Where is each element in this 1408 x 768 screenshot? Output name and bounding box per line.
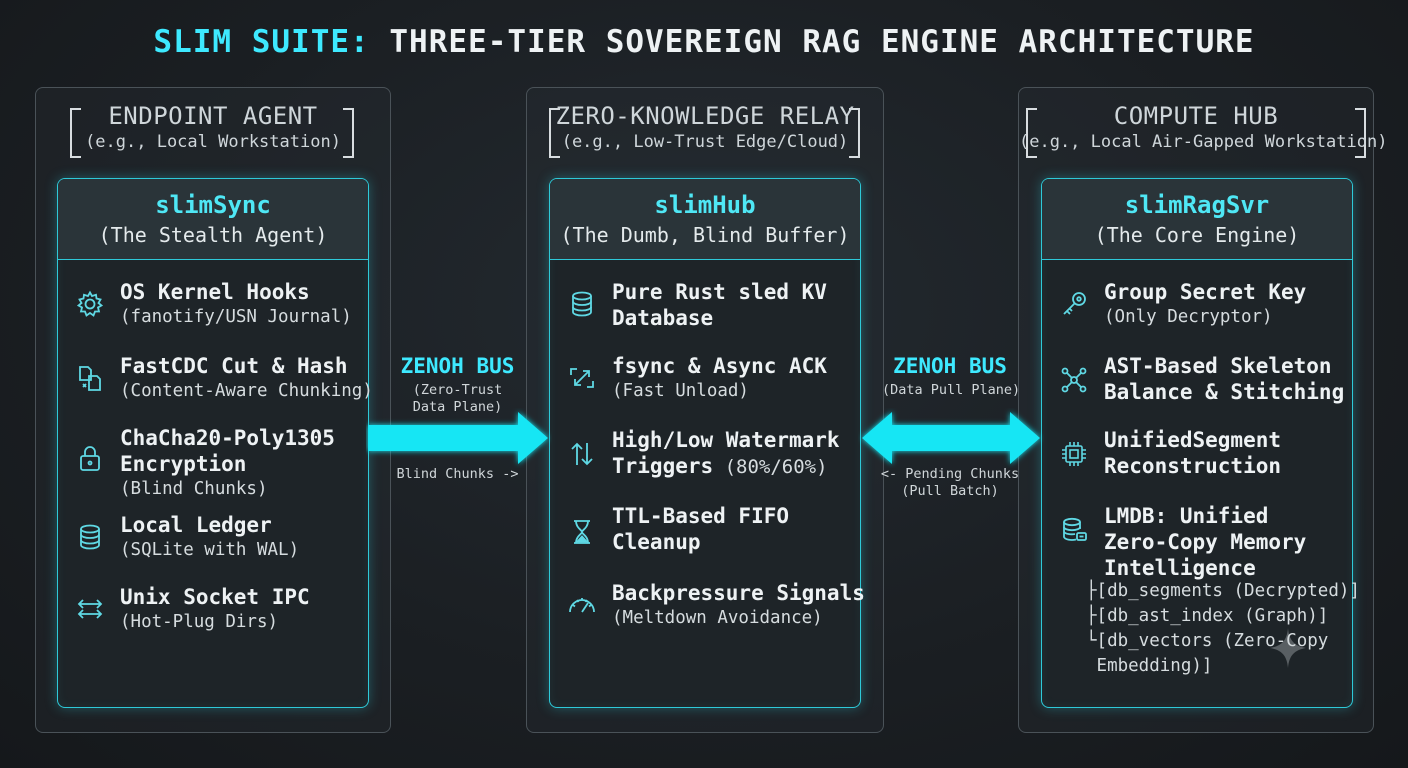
card-role: (The Core Engine) — [1094, 223, 1300, 247]
item-subtitle: (Only Decryptor) — [1104, 307, 1273, 327]
item-title: fsync & Async ACK — [612, 354, 827, 378]
item-title: Group Secret Key — [1104, 280, 1307, 304]
title-prefix: SLIM SUITE: — [153, 24, 370, 60]
card-header: slimRagSvr (The Core Engine) — [1042, 179, 1352, 260]
bus-note: Blind Chunks -> — [396, 466, 519, 482]
db-entry-vectors-cont: Embedding)] — [1086, 656, 1213, 676]
item-title-line2: Encryption — [120, 452, 247, 476]
arrow-right — [368, 412, 548, 464]
item-title: ChaCha20-Poly1305 — [120, 426, 335, 450]
bus-subtitle: (Data Pull Plane) — [882, 382, 1021, 399]
sync-arrows-icon — [567, 363, 597, 393]
item-subtitle: (Fast Unload) — [612, 381, 749, 401]
item-title: High/Low Watermark — [612, 428, 840, 452]
item-title: AST-Based Skeleton — [1104, 354, 1332, 378]
item-title: Pure Rust sled KV — [612, 280, 827, 304]
card-slimhub: slimHub (The Dumb, Blind Buffer) Pure Ru… — [549, 178, 865, 708]
item-title-suffix: (80%/60%) — [713, 456, 828, 478]
card-slimsync: slimSync (The Stealth Agent) OS Kernel H… — [57, 178, 373, 708]
title-rest: THREE-TIER SOVEREIGN RAG ENGINE ARCHITEC… — [389, 24, 1255, 60]
bracket-right — [849, 108, 860, 158]
card-header: slimHub (The Dumb, Blind Buffer) — [550, 179, 860, 260]
item-title: FastCDC Cut & Hash — [120, 354, 348, 378]
card-role: (The Stealth Agent) — [98, 223, 328, 247]
item-title: Unix Socket IPC — [120, 585, 310, 609]
up-down-arrows-icon — [567, 439, 597, 469]
item-title: OS Kernel Hooks — [120, 280, 310, 304]
item-subtitle: (Hot-Plug Dirs) — [120, 612, 279, 632]
tier-subtitle: (e.g., Local Workstation) — [85, 132, 341, 152]
item-subtitle: (SQLite with WAL) — [120, 540, 300, 560]
card-name: slimSync — [155, 191, 271, 219]
gear-icon — [75, 289, 105, 319]
card-name: slimRagSvr — [1124, 191, 1270, 219]
item-title-line2: Balance & Stitching — [1104, 380, 1345, 404]
tier-subtitle: (e.g., Low-Trust Edge/Cloud) — [561, 132, 849, 152]
key-icon — [1059, 289, 1089, 319]
bus-note: <- Pending Chunks (Pull Batch) — [874, 466, 1026, 500]
file-split-icon — [75, 363, 105, 393]
tier-title: ENDPOINT AGENT — [108, 102, 318, 130]
page-title: SLIM SUITE: THREE-TIER SOVEREIGN RAG ENG… — [0, 24, 1408, 60]
tier-header: ZERO-KNOWLEDGE RELAY (e.g., Low-Trust Ed… — [527, 98, 883, 160]
bus-subtitle-line: Data Plane) — [412, 399, 503, 415]
tier-title: COMPUTE HUB — [1113, 102, 1279, 130]
item-title-line2: Database — [612, 306, 714, 330]
hourglass-icon — [567, 517, 597, 547]
item-subtitle: (Meltdown Avoidance) — [612, 608, 823, 628]
database-icon — [75, 522, 105, 552]
gauge-icon — [567, 590, 597, 620]
lock-icon — [75, 443, 105, 473]
item-title: LMDB: Unified — [1104, 504, 1269, 528]
bus-note-line: (Pull Batch) — [901, 483, 999, 499]
item-title: Backpressure Signals — [612, 581, 865, 605]
item-subtitle: (Content-Aware Chunking) — [120, 381, 373, 401]
item-title-line2: Cleanup — [612, 530, 701, 554]
bracket-left — [549, 108, 560, 158]
item-title: UnifiedSegment — [1104, 428, 1282, 452]
sparkle-icon — [1270, 628, 1306, 668]
tier-title: ZERO-KNOWLEDGE RELAY — [555, 102, 855, 130]
card-role: (The Dumb, Blind Buffer) — [560, 223, 850, 247]
db-entry-vectors: └[db_vectors (Zero-Copy — [1086, 631, 1329, 651]
graph-nodes-icon — [1059, 365, 1089, 395]
db-entry-segments: ├[db_segments (Decrypted)] — [1086, 581, 1360, 601]
bus-note-line: <- Pending Chunks — [880, 466, 1020, 482]
card-name: slimHub — [654, 191, 756, 219]
bracket-right — [343, 108, 354, 158]
db-list: ├[db_segments (Decrypted)] ├[db_ast_inde… — [1086, 579, 1360, 679]
bus-label: ZENOH BUS — [400, 354, 515, 378]
item-title-line2: Zero-Copy Memory — [1104, 530, 1307, 554]
swap-arrows-icon — [75, 594, 105, 624]
bus-subtitle: (Zero-Trust Data Plane) — [389, 382, 526, 416]
chip-icon — [1059, 439, 1089, 469]
arrow-bidirectional — [862, 412, 1040, 464]
tier-subtitle: (e.g., Local Air-Gapped Workstation) — [1019, 132, 1388, 152]
tier-header: ENDPOINT AGENT (e.g., Local Workstation) — [36, 98, 390, 160]
db-entry-ast-index: ├[db_ast_index (Graph)] — [1086, 606, 1329, 626]
bus-label: ZENOH BUS — [893, 354, 1007, 378]
bus-subtitle-line: (Zero-Trust — [412, 382, 503, 398]
item-title-line2: Reconstruction — [1104, 454, 1282, 478]
item-title: TTL-Based FIFO — [612, 504, 790, 528]
card-header: slimSync (The Stealth Agent) — [58, 179, 368, 260]
bus-subtitle-line: (Data Pull Plane) — [882, 382, 1021, 398]
database-link-icon — [1059, 515, 1089, 545]
database-icon — [567, 289, 597, 319]
item-title-text: Triggers — [612, 454, 714, 478]
item-title: Local Ledger — [120, 513, 272, 537]
card-slimragsvr: slimRagSvr (The Core Engine) Group Secre… — [1041, 178, 1360, 708]
item-subtitle: (fanotify/USN Journal) — [120, 307, 352, 327]
bracket-right — [1355, 108, 1366, 158]
tier-header: COMPUTE HUB (e.g., Local Air-Gapped Work… — [1019, 98, 1388, 160]
item-subtitle: (Blind Chunks) — [120, 479, 268, 499]
bracket-left — [1026, 108, 1037, 158]
item-title-line2: Triggers (80%/60%) — [612, 453, 828, 480]
bracket-left — [70, 108, 81, 158]
item-title-line3: Intelligence — [1104, 556, 1256, 580]
